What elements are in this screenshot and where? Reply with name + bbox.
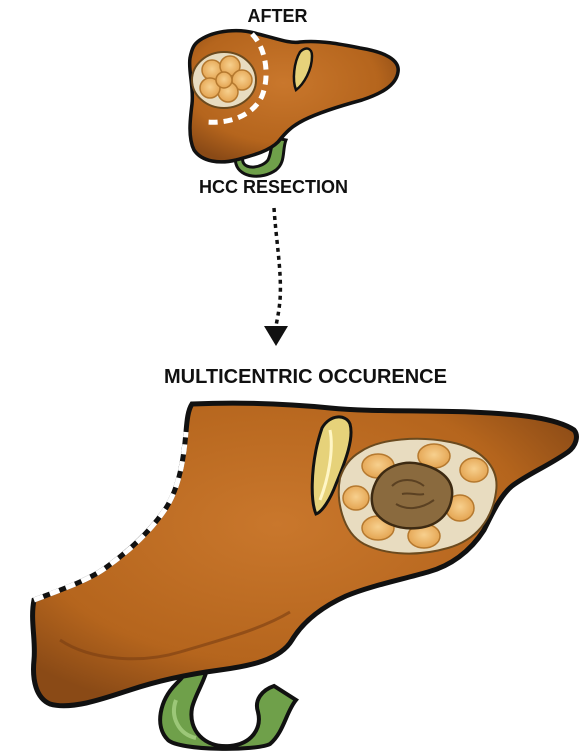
liver-multicentric-icon	[33, 403, 577, 749]
central-tumor-mass	[372, 463, 452, 529]
label-multicentric-occurence: MULTICENTRIC OCCURENCE	[16, 366, 579, 389]
arrow-shaft	[274, 208, 280, 326]
arrow-head	[264, 326, 288, 346]
label-hcc-resection: HCC RESECTION	[0, 177, 563, 198]
dotted-arrow-icon	[264, 208, 288, 346]
liver-after-resection-icon	[190, 31, 399, 177]
big-liver-body	[33, 403, 577, 706]
